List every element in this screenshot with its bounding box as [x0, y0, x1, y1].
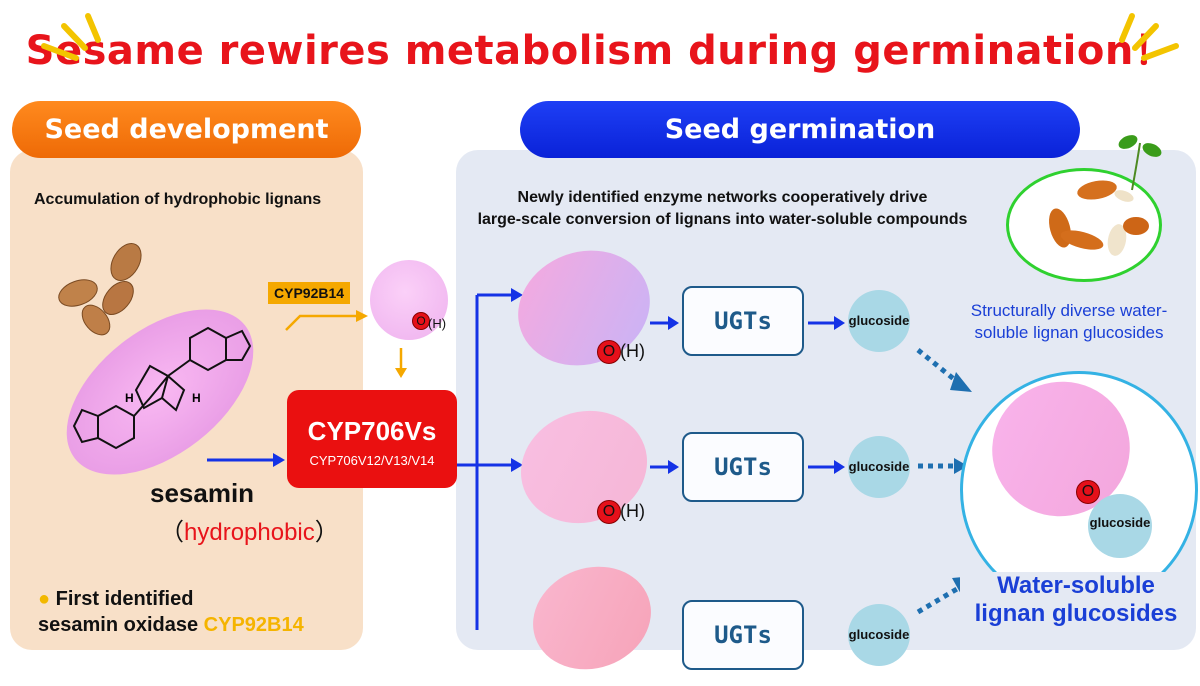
h-atom-label: H [192, 391, 201, 405]
h-atom-label: H [125, 391, 134, 405]
ugt-box-row-1: UGTs [682, 286, 804, 356]
cyp92b14-label: CYP92B14 [268, 282, 351, 304]
arrow-row-1-b [808, 316, 845, 330]
hydroxyl-suffix: (H) [428, 316, 447, 331]
cyp706-enzyme-box: CYP706Vs CYP706V12/V13/V14 [287, 390, 457, 488]
diversity-line-1: Structurally diverse water- [970, 301, 1168, 320]
branch-arrows [457, 288, 523, 630]
result-line-1: Water-soluble [997, 572, 1155, 599]
lightbulb-icon: ● [38, 588, 51, 610]
cyp706-title: CYP706Vs [307, 416, 437, 446]
diversity-caption: Structurally diverse water- soluble lign… [940, 300, 1198, 344]
oxygen-atom-row-2: O [597, 500, 621, 524]
arrow-row-1-a [650, 316, 679, 330]
result-line-2: lignan glucosides [974, 600, 1178, 627]
hydroxyl-suffix-row-1: (H) [620, 341, 645, 361]
product-glucoside-circle: glucoside [1088, 494, 1152, 558]
oxygen-atom: O [412, 312, 430, 330]
hydrophobic-note: （hydrophobic） [160, 512, 339, 547]
sesamin-lignan-ellipse: H H [66, 309, 254, 475]
hydrophobic-text: hydrophobic [184, 519, 315, 546]
sparkle-right-icon [1119, 13, 1179, 61]
page-title: Sesame rewires metabolism during germina… [25, 28, 1175, 74]
arrow-down-orange [395, 348, 407, 378]
paren-close: ） [314, 519, 339, 546]
arrow-row-2-b [808, 460, 845, 474]
sesamin-label: sesamin [150, 478, 255, 508]
germination-caption-1: Newly identified enzyme networks coopera… [517, 189, 928, 206]
glucoside-circle-row-3: glucoside [848, 604, 910, 666]
arrow-cyp92b14 [285, 310, 368, 331]
seed-development-heading: Seed development [12, 101, 361, 158]
sesame-seeds-icon [58, 243, 142, 336]
arrow-to-cyp706 [207, 453, 285, 467]
hydroxylated-sesamin-ellipse [370, 260, 448, 340]
glucoside-circle-row-2: glucoside [848, 436, 910, 498]
finding-text-2: sesamin oxidase [38, 614, 204, 636]
paren-open: （ [160, 519, 184, 546]
diversity-line-2: soluble lignan glucosides [974, 323, 1164, 342]
hydroxyl-suffix-row-2: (H) [620, 501, 645, 521]
finding-line-1: ● First identified [38, 588, 193, 611]
oxygen-atom-row-1: O [597, 340, 621, 364]
accumulation-caption: Accumulation of hydrophobic lignans [34, 191, 322, 208]
glucoside-circle-row-1: glucoside [848, 290, 910, 352]
product-oxygen-atom: O [1076, 480, 1100, 504]
ugt-box-row-2: UGTs [682, 432, 804, 502]
ugt-box-row-3: UGTs [682, 600, 804, 670]
result-caption: Water-soluble lignan glucosides [960, 572, 1192, 628]
finding-enzyme: CYP92B14 [203, 614, 304, 636]
finding-text-1: First identified [55, 588, 194, 610]
sparkle-left-icon [41, 13, 101, 61]
germination-caption-2: large-scale conversion of lignans into w… [477, 211, 968, 228]
germinated-seeds-icon [1049, 135, 1162, 256]
seed-germination-heading: Seed germination [520, 101, 1080, 158]
cyp706-members: CYP706V12/V13/V14 [309, 453, 435, 468]
finding-line-2: sesamin oxidase CYP92B14 [38, 614, 304, 637]
arrow-row-2-a [650, 460, 679, 474]
